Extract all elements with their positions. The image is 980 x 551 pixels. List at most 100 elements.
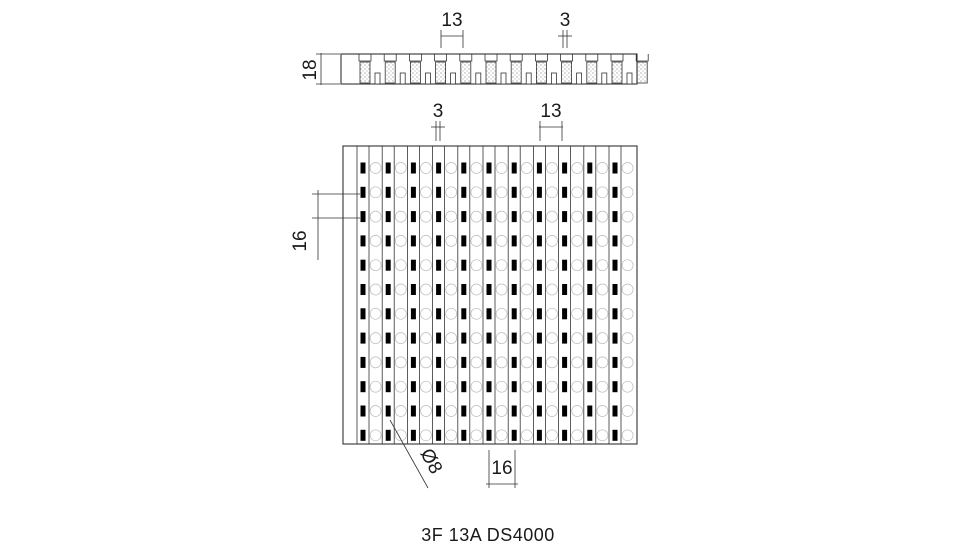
plan-hole [445, 210, 458, 223]
plan-hole [520, 429, 533, 442]
plan-slot [461, 211, 467, 223]
plan-hole [369, 259, 382, 272]
plan-hole [596, 186, 609, 199]
plan-hole [445, 186, 458, 199]
plan-hole [495, 186, 508, 199]
plan-hole [445, 162, 458, 174]
section-notch [358, 54, 372, 62]
plan-hole [369, 356, 382, 369]
plan-slot [587, 186, 593, 198]
plan-slot [385, 259, 391, 271]
plan-hole [520, 332, 533, 344]
plan-hole [470, 283, 483, 296]
section-notch [610, 54, 624, 62]
plan-hole [420, 259, 432, 272]
plan-slot [436, 162, 442, 174]
plan-hole [621, 356, 634, 369]
plan-hole [394, 380, 407, 393]
plan-hole [445, 259, 458, 272]
plan-hole [571, 429, 584, 442]
plan-slot [562, 405, 568, 417]
plan-slot [486, 211, 492, 223]
plan-gap-label: 3 [433, 101, 444, 122]
plan-slot [612, 211, 618, 223]
plan-slot [587, 308, 593, 320]
plan-slot [511, 356, 517, 368]
plan-hole [621, 235, 634, 247]
plan-slot [536, 332, 542, 344]
plan-pitch-label: 13 [540, 101, 561, 122]
section-slot [626, 72, 633, 85]
plan-hole [495, 405, 508, 417]
plan-hole [470, 405, 483, 417]
section-insert [636, 61, 648, 84]
plan-hole [621, 283, 634, 296]
section-notch [459, 54, 473, 62]
plan-hole [470, 162, 483, 174]
bottom-width-label: 16 [491, 458, 512, 479]
plan-slot [486, 284, 492, 295]
plan-slot [410, 235, 416, 247]
plan-slot [385, 429, 391, 441]
plan-view: 3 13 16 Ø8 16 [290, 101, 638, 489]
plan-slot [511, 259, 517, 271]
plan-hole [369, 405, 382, 417]
plan-slot [511, 235, 517, 247]
section-notch [383, 54, 397, 62]
section-insert [536, 61, 547, 84]
plan-slot [385, 162, 391, 174]
plan-slot [410, 162, 416, 174]
section-gap-label: 3 [560, 10, 571, 31]
plan-slot [511, 405, 517, 417]
plan-hole [571, 332, 584, 344]
plan-slot [587, 259, 593, 271]
plan-hole [420, 162, 432, 174]
plan-slot [385, 235, 391, 247]
plan-hole [546, 307, 558, 320]
plan-hole [394, 307, 407, 320]
plan-hole [546, 259, 558, 272]
plan-hole [596, 162, 609, 174]
plan-hole [520, 259, 533, 272]
plan-slot [385, 308, 391, 320]
section-slot [500, 72, 507, 85]
plan-hole [596, 332, 609, 344]
section-notch [560, 54, 573, 62]
plan-slot [486, 259, 492, 271]
plan-slot [612, 429, 618, 441]
plan-hole [621, 210, 634, 223]
section-view: 13 3 18 [300, 10, 649, 85]
plan-slot [385, 381, 391, 393]
plan-slot [612, 405, 618, 417]
plan-slot [511, 308, 517, 320]
plan-slot [511, 186, 517, 198]
plan-hole [621, 405, 634, 417]
plan-hole [596, 259, 609, 272]
plan-hole [571, 259, 584, 272]
plan-slot [536, 259, 542, 271]
plan-hole [369, 332, 382, 344]
plan-slot [511, 429, 517, 441]
plan-slot [436, 332, 442, 344]
plan-slot [587, 211, 593, 223]
plan-hole [470, 307, 483, 320]
section-insert [510, 61, 522, 84]
plan-slot [536, 405, 542, 417]
plan-slot [536, 429, 542, 441]
plan-hole [495, 429, 508, 442]
plan-slot [612, 308, 618, 320]
section-notch [434, 54, 447, 62]
plan-hole [470, 210, 483, 223]
plan-hole [394, 405, 407, 417]
section-insert [409, 61, 421, 84]
plan-slot [562, 211, 568, 223]
plan-hole [571, 356, 584, 369]
section-insert [435, 61, 447, 84]
plan-slot [536, 162, 542, 174]
dim-section-thickness: 18 [300, 53, 340, 85]
plan-hole [445, 380, 458, 393]
plan-slot [385, 186, 391, 198]
drawing-caption: 3F 13A DS4000 [421, 525, 555, 545]
plan-slot [536, 235, 542, 247]
plan-slot [536, 284, 542, 295]
